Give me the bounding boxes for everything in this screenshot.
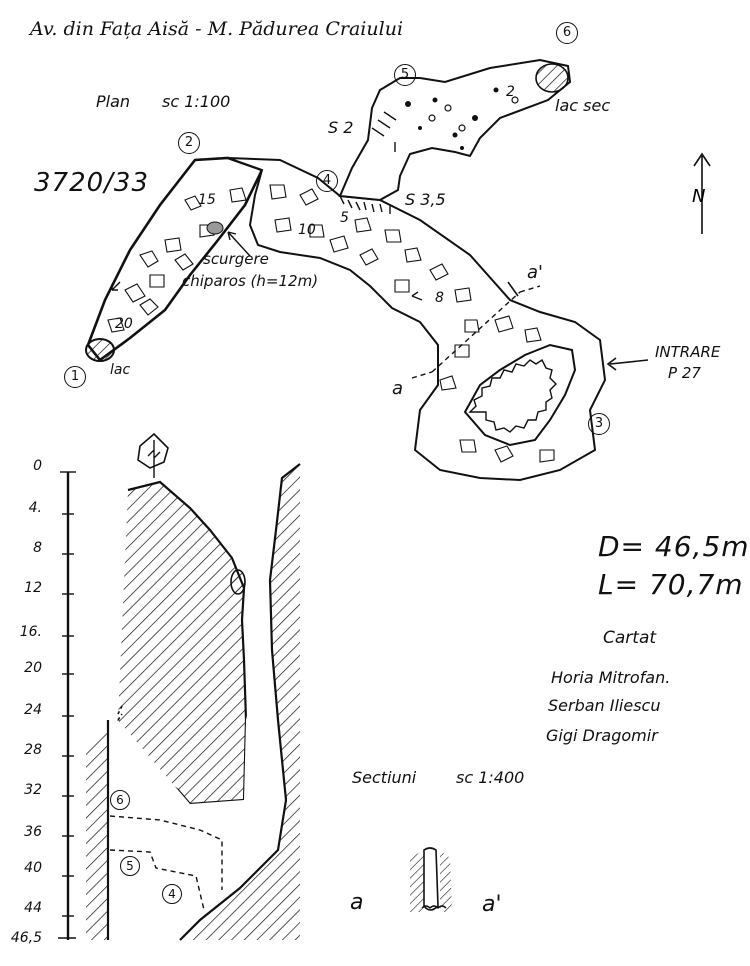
station-3-marker: 3	[588, 413, 610, 435]
plan-label: Plan	[96, 92, 131, 111]
lake-dry	[535, 63, 569, 93]
slope-20: 20	[115, 316, 133, 332]
cave-plan	[85, 58, 649, 482]
station-1-marker: 1	[64, 366, 86, 388]
credits-heading: Cartat	[603, 628, 657, 648]
depth-tick-0: 0	[33, 458, 42, 474]
label-scurgere: scurgere	[203, 250, 269, 268]
label-lac: lac	[110, 362, 131, 378]
section-scale: sc 1:400	[456, 768, 525, 787]
tree-icon	[137, 432, 169, 478]
section-station-5: 5	[120, 856, 140, 876]
section-station-4: 4	[162, 884, 182, 904]
depth-tick-28: 28	[24, 742, 42, 758]
passage-north	[338, 58, 572, 202]
depth-tick-32: 32	[24, 782, 42, 798]
surveyor-3: Gigi Dragomir	[546, 726, 658, 745]
entrance-pit	[463, 343, 577, 447]
depth-tick-12: 12	[24, 580, 42, 596]
station-2-marker: 2	[178, 132, 200, 154]
map-title: Av. din Fața Aisă - M. Pădurea Craiului	[30, 18, 404, 40]
section-label: Sectiuni	[352, 768, 417, 787]
depth-tick-24: 24	[24, 702, 42, 718]
depth-tick-20: 20	[24, 660, 42, 676]
section-mark-a-prime: a'	[527, 262, 543, 283]
label-pit: P 27	[668, 364, 701, 382]
depth-tick-8: 8	[33, 540, 42, 556]
section-station-6: 6	[110, 790, 130, 810]
north-label: N	[692, 186, 705, 207]
station-6-marker: 6	[556, 22, 578, 44]
depth-tick-16: 16.	[19, 624, 42, 640]
length-stat: L= 70,7m	[598, 568, 744, 601]
section-label-a: a	[350, 890, 364, 915]
section-lake	[230, 569, 246, 595]
north-arrow-icon: N	[692, 152, 711, 234]
label-chiparos: chiparos (h=12m)	[182, 272, 319, 290]
label-s35: S 3,5	[405, 190, 446, 209]
passage-west	[86, 156, 264, 362]
depth-tick-44: 44	[24, 900, 42, 916]
depth-tick-4: 4.	[28, 500, 42, 516]
cave-section	[58, 432, 301, 941]
section-line	[411, 285, 541, 379]
surveyor-1: Horia Mitrofan.	[551, 668, 671, 687]
slope-2: 2	[506, 84, 515, 100]
slope-8: 8	[435, 290, 444, 306]
surveyor-2: Serban Iliescu	[548, 696, 661, 715]
cave-id: 3720/33	[34, 168, 150, 198]
station-5-marker: 5	[394, 64, 416, 86]
slope-10: 10	[298, 222, 316, 238]
plan-scale: sc 1:100	[162, 92, 231, 111]
station-4-marker: 4	[316, 170, 338, 192]
stalagmite-spot	[206, 221, 224, 235]
depth-tick-40: 40	[24, 860, 42, 876]
section-dashed-boundary	[109, 815, 223, 911]
north-branch-dots	[405, 87, 499, 150]
slope-5: 5	[340, 210, 349, 226]
label-lac-sec: lac sec	[555, 96, 611, 115]
lake-west	[85, 338, 115, 362]
section-mark-a: a	[392, 378, 404, 399]
slope-15: 15	[198, 192, 216, 208]
boulder-fill	[107, 184, 555, 463]
section-label-a-prime: a'	[482, 892, 502, 917]
entrance-arrow	[606, 357, 649, 371]
section-wall-right	[180, 464, 300, 940]
depth-tick-46-5: 46,5	[10, 930, 42, 946]
section-wall-left	[118, 482, 246, 804]
label-intrare: INTRARE	[655, 343, 721, 361]
depth-tick-36: 36	[24, 824, 42, 840]
section-profile-a-a	[410, 847, 452, 912]
label-s2: S 2	[328, 118, 354, 137]
depth-stat: D= 46,5m	[598, 530, 750, 563]
